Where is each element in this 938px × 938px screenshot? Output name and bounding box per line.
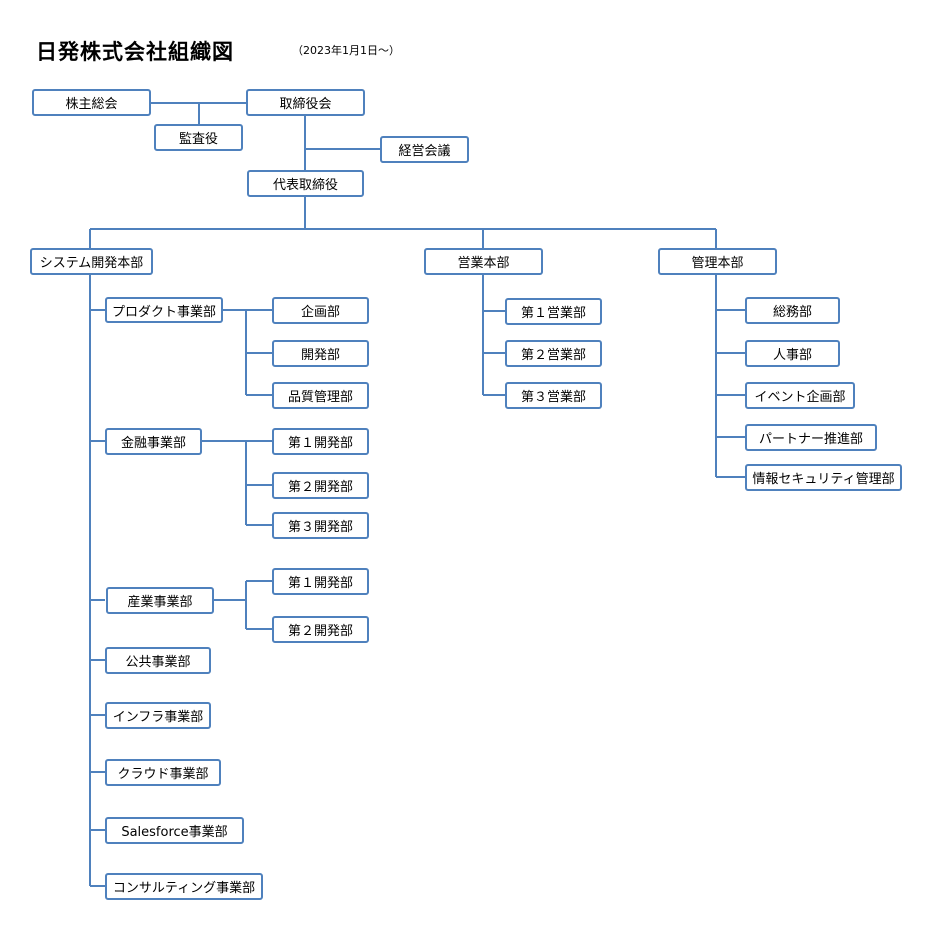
node-salesforce-div: Salesforce事業部 <box>105 817 244 844</box>
node-public-div: 公共事業部 <box>105 647 211 674</box>
node-product-div: プロダクト事業部 <box>105 297 223 323</box>
node-industry-div: 産業事業部 <box>106 587 214 614</box>
node-sales2: 第２営業部 <box>505 340 602 367</box>
node-infosec: 情報セキュリティ管理部 <box>745 464 902 491</box>
node-general-affairs: 総務部 <box>745 297 840 324</box>
node-fin-dev1: 第１開発部 <box>272 428 369 455</box>
node-sales3: 第３営業部 <box>505 382 602 409</box>
node-sales-hq: 営業本部 <box>424 248 543 275</box>
node-ceo: 代表取締役 <box>247 170 364 197</box>
node-hr: 人事部 <box>745 340 840 367</box>
node-cloud-div: クラウド事業部 <box>105 759 221 786</box>
node-development: 開発部 <box>272 340 369 367</box>
node-ind-dev2: 第２開発部 <box>272 616 369 643</box>
node-fin-dev2: 第２開発部 <box>272 472 369 499</box>
node-shareholders: 株主総会 <box>32 89 151 116</box>
node-management-meeting: 経営会議 <box>380 136 469 163</box>
effective-date: （2023年1月1日～） <box>292 44 400 57</box>
node-event-planning: イベント企画部 <box>745 382 855 409</box>
node-consulting-div: コンサルティング事業部 <box>105 873 263 900</box>
node-finance-div: 金融事業部 <box>105 428 202 455</box>
node-admin-hq: 管理本部 <box>658 248 777 275</box>
node-auditor: 監査役 <box>154 124 243 151</box>
node-quality: 品質管理部 <box>272 382 369 409</box>
page-title: 日発株式会社組織図 <box>36 40 234 64</box>
node-ind-dev1: 第１開発部 <box>272 568 369 595</box>
node-planning: 企画部 <box>272 297 369 324</box>
node-system-dev-hq: システム開発本部 <box>30 248 153 275</box>
node-partner: パートナー推進部 <box>745 424 877 451</box>
node-board: 取締役会 <box>246 89 365 116</box>
node-sales1: 第１営業部 <box>505 298 602 325</box>
node-infra-div: インフラ事業部 <box>105 702 211 729</box>
node-fin-dev3: 第３開発部 <box>272 512 369 539</box>
